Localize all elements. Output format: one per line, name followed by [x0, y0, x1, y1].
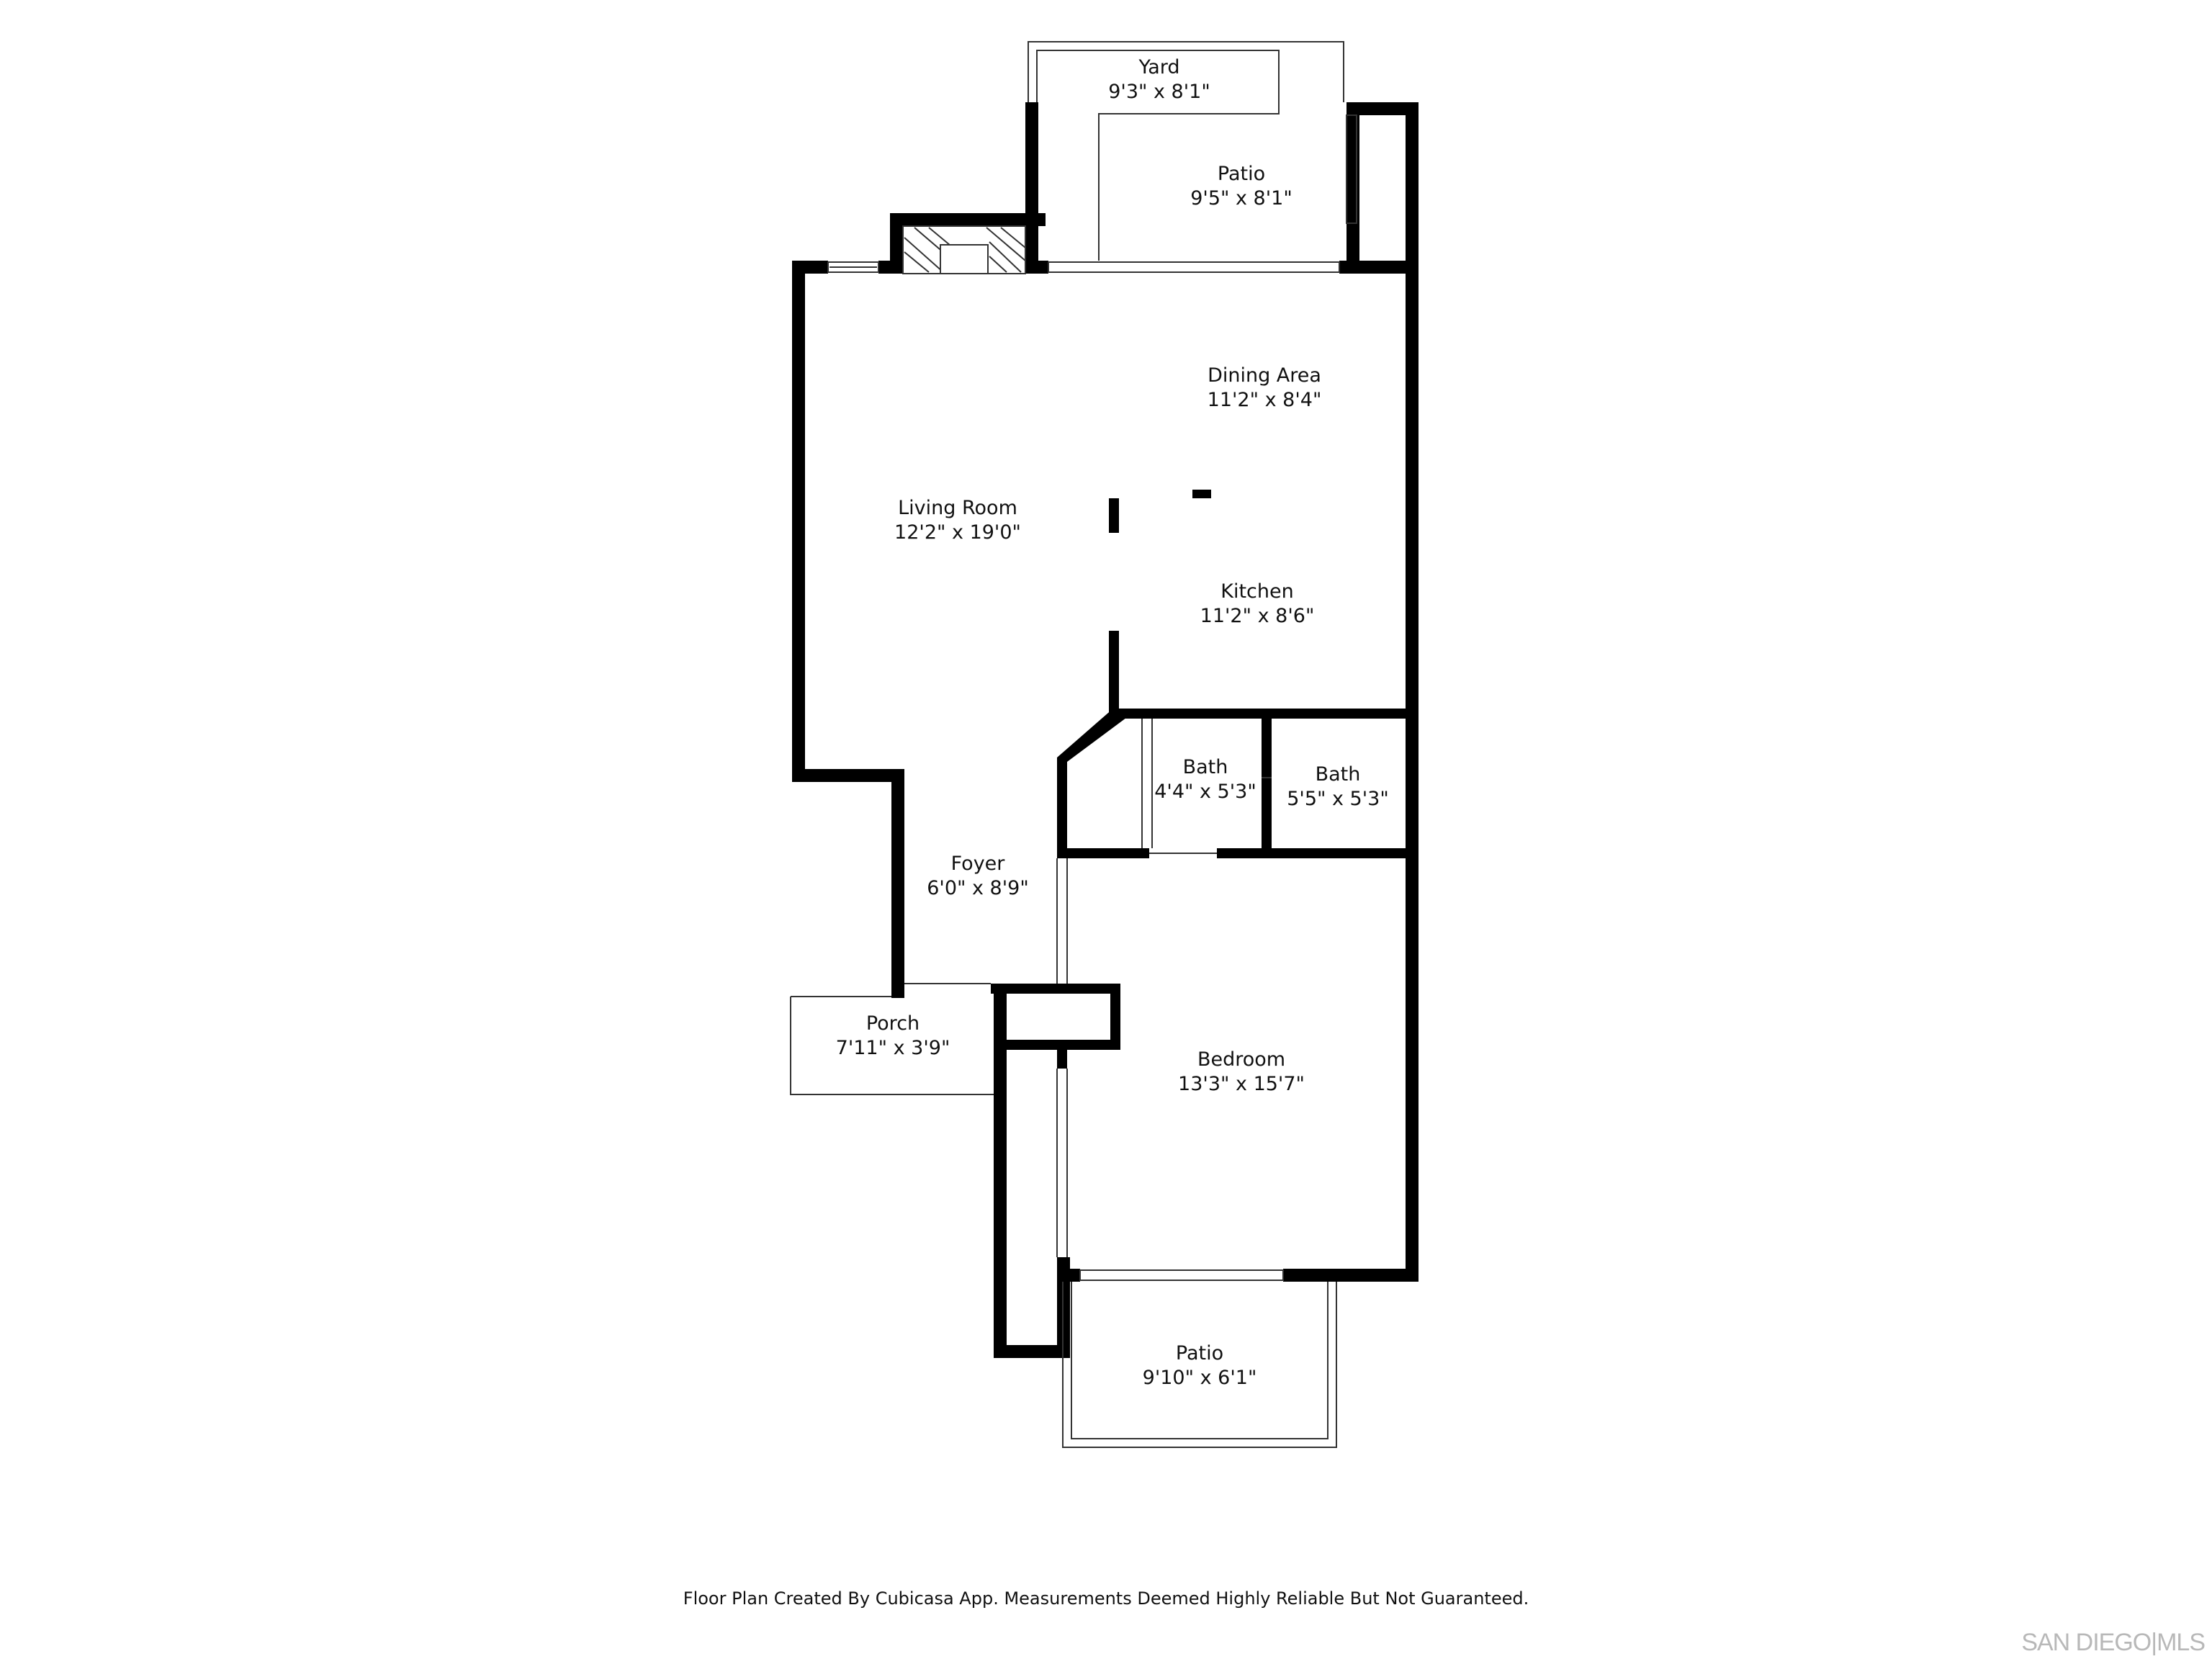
wall-baths-bottom-left [1057, 848, 1149, 858]
wall-corridor-right-top [1057, 1040, 1067, 1069]
footer-disclaimer: Floor Plan Created By Cubicasa App. Meas… [683, 1588, 1529, 1609]
wall-fireplace-right [1025, 102, 1038, 274]
floor-plan-outlines [790, 41, 1357, 1448]
fireplace-hearth [940, 244, 989, 274]
room-dining-name: Dining Area [1208, 364, 1321, 387]
living-top-window [827, 261, 879, 273]
wall-corridor-bottom [994, 1345, 1070, 1358]
wall-closet-top [991, 984, 1120, 994]
wall-baths-bottom-right [1217, 848, 1419, 858]
wall-foyer-left [891, 769, 904, 998]
room-patio-top-name: Patio [1218, 163, 1265, 185]
room-patio-top-dims: 9'5" x 8'1" [1190, 187, 1292, 210]
room-bedroom-name: Bedroom [1197, 1048, 1285, 1071]
room-dining-dims: 11'2" x 8'4" [1208, 389, 1322, 411]
wall-bedroom-bottom-left [1057, 1269, 1080, 1282]
room-yard-name: Yard [1138, 56, 1179, 78]
room-porch-dims: 7'11" x 3'9" [836, 1037, 950, 1059]
wall-top-right [1339, 261, 1419, 274]
patio-top-opening [1048, 261, 1340, 273]
room-patio-bottom-name: Patio [1176, 1342, 1223, 1364]
wall-kitchen-stub-top [1109, 498, 1119, 533]
patio-right-window [1346, 114, 1357, 224]
brand-watermark: SAN DIEGO|MLS [2021, 1629, 2206, 1656]
room-bath2-name: Bath [1316, 763, 1361, 786]
wall-corridor-left [994, 984, 1007, 1358]
room-bath2-dims: 5'5" x 5'3" [1287, 788, 1389, 810]
wall-patio-right-top [1346, 102, 1419, 115]
room-labels: Yard 9'3" x 8'1" Patio 9'5" x 8'1" Dinin… [836, 56, 1389, 1389]
wall-right [1406, 102, 1419, 1282]
wall-patio-right-post [1346, 102, 1359, 274]
patio-bottom-outer [1062, 1282, 1337, 1448]
room-living-name: Living Room [898, 497, 1017, 519]
wall-foyer-right [1057, 757, 1067, 858]
floor-plan-walls [792, 102, 1419, 1358]
yard-outline-outer [1028, 41, 1344, 102]
room-bedroom-dims: 13'3" x 15'7" [1178, 1073, 1305, 1095]
fireplace [902, 225, 1026, 274]
bedroom-bottom-opening [1079, 1269, 1284, 1281]
porch-outline [790, 997, 994, 1095]
wall-living-step [792, 769, 904, 782]
room-foyer-name: Foyer [951, 853, 1006, 875]
wall-top-left [792, 261, 828, 274]
room-porch-name: Porch [866, 1012, 920, 1035]
wall-closet-right [1110, 984, 1120, 1048]
wall-kitchen-island [1192, 490, 1211, 498]
wall-living-left [792, 261, 805, 781]
wall-top-middle [1025, 261, 1048, 274]
room-living-dims: 12'2" x 19'0" [894, 521, 1021, 544]
wall-kitchen-left [1109, 631, 1119, 714]
patio-bottom-inner [1071, 1282, 1328, 1439]
yard-outline-inner [1036, 50, 1280, 261]
wall-bath-divider [1262, 716, 1272, 858]
wall-fireplace-left [890, 213, 903, 274]
wall-baths-top [1109, 709, 1419, 719]
room-bath1-dims: 4'4" x 5'3" [1154, 781, 1256, 803]
wall-fireplace-top [890, 213, 1046, 226]
room-kitchen-name: Kitchen [1220, 580, 1293, 603]
wall-bedroom-bottom-right [1283, 1269, 1419, 1282]
room-foyer-dims: 6'0" x 8'9" [927, 877, 1029, 899]
wall-foyer-diagonal [1057, 709, 1129, 776]
room-kitchen-dims: 11'2" x 8'6" [1200, 605, 1315, 627]
room-bath1-name: Bath [1183, 756, 1228, 778]
room-yard-dims: 9'3" x 8'1" [1108, 81, 1210, 103]
room-patio-bottom-dims: 9'10" x 6'1" [1143, 1367, 1257, 1389]
